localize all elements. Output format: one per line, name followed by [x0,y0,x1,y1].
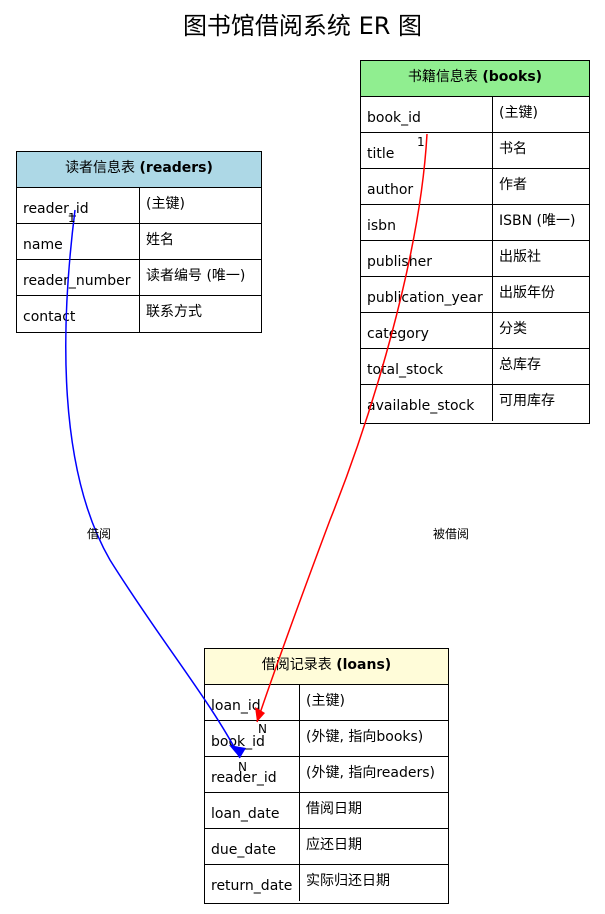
table-row: reader_id (主键) [17,188,261,224]
field-description: 作者 [499,177,527,193]
field-name: contact [17,296,140,332]
field-description: 可用库存 [499,393,555,409]
field-description: (外键, 指向readers) [306,765,436,781]
table-row: isbn ISBN (唯一) [361,205,589,241]
field-description: 借阅日期 [306,801,362,817]
books-table-title: 书籍信息表 [407,69,478,85]
readers-table-header: 读者信息表 (readers) [17,152,261,188]
field-name: isbn [361,205,493,240]
field-description: (外键, 指向books) [306,729,424,745]
field-description: 书名 [499,141,527,157]
field-name: author [361,169,493,204]
field-description: 读者编号 (唯一) [146,268,246,284]
field-description: 总库存 [499,357,541,373]
loans-table[interactable]: 借阅记录表 (loans) loan_id (主键) book_id (外键, … [204,648,449,904]
table-row: author 作者 [361,169,589,205]
field-name: available_stock [361,385,493,421]
readers-table-title-en: (readers) [139,160,213,176]
field-name: book_id [205,721,300,756]
field-description: 实际归还日期 [306,873,390,889]
field-name: name [17,224,140,259]
field-description: 分类 [499,321,527,337]
field-name: title [361,133,493,168]
table-row: loan_id (主键) [205,685,448,721]
field-description: 出版年份 [499,285,555,301]
field-description: ISBN (唯一) [499,213,576,229]
loans-table-header: 借阅记录表 (loans) [205,649,448,685]
table-row: available_stock 可用库存 [361,385,589,421]
field-description: 联系方式 [146,304,202,320]
field-description: 应还日期 [306,837,362,853]
table-row: book_id (外键, 指向books) [205,721,448,757]
field-name: due_date [205,829,300,864]
field-name: reader_id [205,757,300,792]
loans-table-title-en: (loans) [336,657,392,673]
field-description: (主键) [146,196,185,212]
books-table-header: 书籍信息表 (books) [361,61,589,97]
diagram-title: 图书馆借阅系统 ER 图 [182,12,423,40]
field-name: reader_id [17,188,140,223]
readers-table[interactable]: 读者信息表 (readers) reader_id (主键) name 姓名 r… [16,151,262,333]
field-name: reader_number [17,260,140,295]
table-row: return_date 实际归还日期 [205,865,448,901]
field-name: return_date [205,865,300,901]
table-row: title 书名 [361,133,589,169]
field-description: 姓名 [146,232,174,248]
field-description: (主键) [306,693,345,709]
field-name: category [361,313,493,348]
field-name: book_id [361,97,493,132]
table-row: due_date 应还日期 [205,829,448,865]
loans-table-title: 借阅记录表 [261,657,332,673]
field-description: 出版社 [499,249,541,265]
table-row: reader_id (外键, 指向readers) [205,757,448,793]
borrowed-relationship-label: 被借阅 [433,527,469,541]
books-table[interactable]: 书籍信息表 (books) book_id (主键) title 书名 auth… [360,60,590,424]
table-row: loan_date 借阅日期 [205,793,448,829]
field-description: (主键) [499,105,538,121]
table-row: reader_number 读者编号 (唯一) [17,260,261,296]
table-row: total_stock 总库存 [361,349,589,385]
readers-table-title: 读者信息表 [65,160,136,176]
field-name: publisher [361,241,493,276]
borrows-relationship-label: 借阅 [87,527,111,541]
field-name: total_stock [361,349,493,384]
table-row: book_id (主键) [361,97,589,133]
table-row: publisher 出版社 [361,241,589,277]
table-row: category 分类 [361,313,589,349]
table-row: publication_year 出版年份 [361,277,589,313]
table-row: name 姓名 [17,224,261,260]
field-name: loan_date [205,793,300,828]
field-name: loan_id [205,685,300,720]
field-name: publication_year [361,277,493,312]
books-table-title-en: (books) [482,69,543,85]
table-row: contact 联系方式 [17,296,261,332]
